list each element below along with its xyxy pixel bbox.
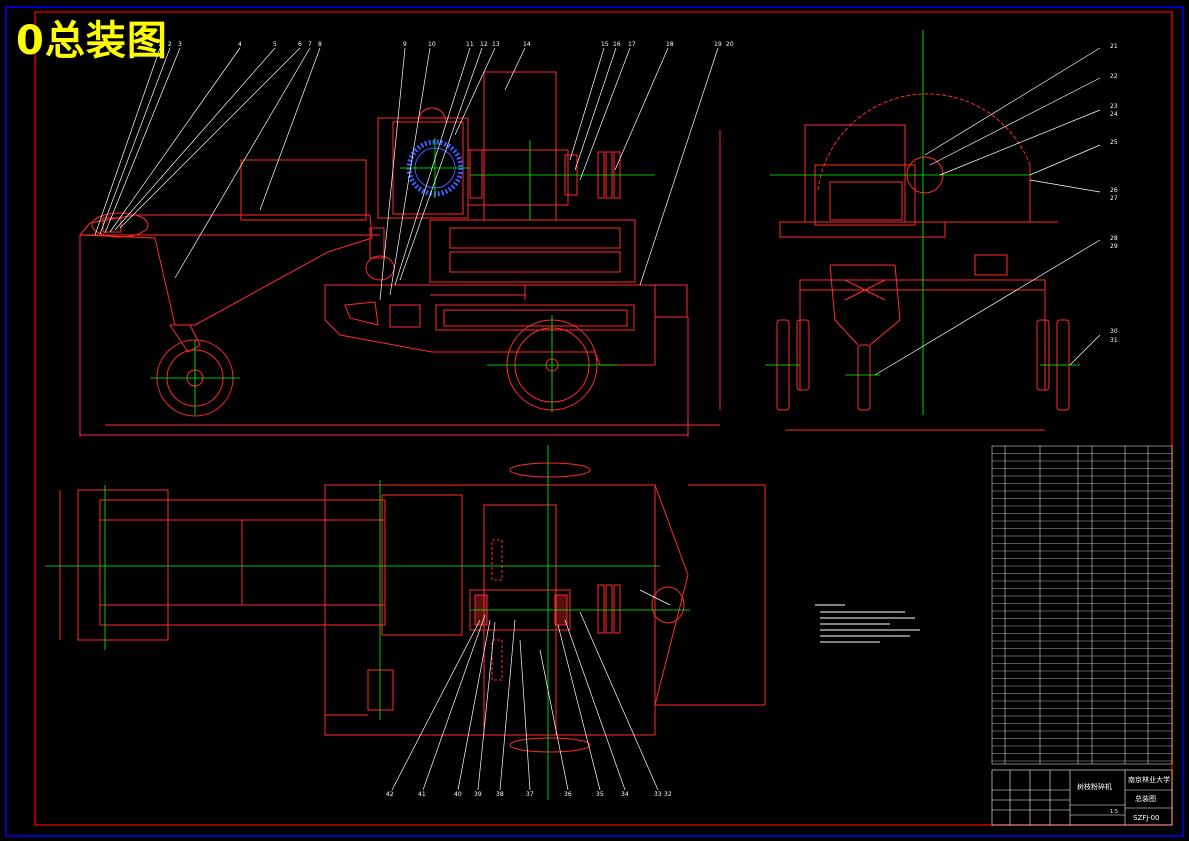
leader-number: 27 bbox=[1110, 195, 1118, 202]
leader-number: 13 bbox=[492, 41, 500, 48]
leader-number: 12 bbox=[480, 41, 488, 48]
leader-numbers: 1 2 3 4 5 6 7 8 9 10 11 12 13 14 15 16 1… bbox=[158, 41, 1118, 798]
front-view-centerlines bbox=[765, 30, 1080, 415]
top-view bbox=[59, 462, 766, 753]
leader-number: 21 bbox=[1110, 43, 1118, 50]
leader-number: 33 bbox=[654, 791, 662, 798]
leader-number: 3 bbox=[178, 41, 182, 48]
leader-number: 30 bbox=[1110, 328, 1118, 335]
leader-number: 17 bbox=[628, 41, 636, 48]
leader-number: 41 bbox=[418, 791, 426, 798]
leader-number: 42 bbox=[386, 791, 394, 798]
title-block-text: 树枝粉碎机 南京林业大学 总装图 SZFJ-00 1:5 bbox=[1077, 775, 1170, 822]
leader-number: 36 bbox=[564, 791, 572, 798]
leader-number: 8 bbox=[318, 41, 322, 48]
leader-number: 39 bbox=[474, 791, 482, 798]
title-block bbox=[991, 769, 1173, 826]
leader-number: 32 bbox=[664, 791, 672, 798]
outer-border bbox=[5, 6, 1184, 837]
leader-number: 34 bbox=[621, 791, 629, 798]
drawing-number: SZFJ-00 bbox=[1133, 814, 1160, 822]
leader-number: 20 bbox=[726, 41, 734, 48]
leader-number: 4 bbox=[238, 41, 242, 48]
sheet-name: 总装图 bbox=[1135, 794, 1156, 803]
leader-number: 15 bbox=[601, 41, 609, 48]
drawing-scale: 1:5 bbox=[1110, 809, 1118, 815]
leader-number: 29 bbox=[1110, 243, 1118, 250]
leader-number: 35 bbox=[596, 791, 604, 798]
drawing-title: 0总装图 bbox=[16, 18, 168, 64]
leader-number: 25 bbox=[1110, 139, 1118, 146]
parts-list bbox=[991, 445, 1173, 765]
leader-number: 11 bbox=[466, 41, 474, 48]
technical-notes bbox=[815, 604, 920, 643]
leader-number: 16 bbox=[613, 41, 621, 48]
inner-frame bbox=[34, 11, 1173, 826]
leader-lines bbox=[94, 47, 1101, 791]
leader-number: 7 bbox=[308, 41, 312, 48]
leader-number: 24 bbox=[1110, 111, 1118, 118]
leader-number: 31 bbox=[1110, 337, 1118, 344]
side-view-centerlines bbox=[150, 138, 655, 415]
leader-number: 6 bbox=[298, 41, 302, 48]
leader-number: 26 bbox=[1110, 187, 1118, 194]
leader-number: 10 bbox=[428, 41, 436, 48]
leader-number: 19 bbox=[714, 41, 722, 48]
leader-number: 14 bbox=[523, 41, 531, 48]
leader-number: 23 bbox=[1110, 103, 1118, 110]
leader-number: 9 bbox=[403, 41, 407, 48]
leader-number: 37 bbox=[526, 791, 534, 798]
parts-list-rows bbox=[992, 453, 1172, 762]
side-view bbox=[78, 71, 721, 437]
leader-number: 2 bbox=[168, 41, 172, 48]
leader-number: 18 bbox=[666, 41, 674, 48]
machine-name: 树枝粉碎机 bbox=[1077, 782, 1112, 791]
university-name: 南京林业大学 bbox=[1128, 775, 1170, 784]
leader-number: 22 bbox=[1110, 73, 1118, 80]
leader-number: 1 bbox=[158, 41, 162, 48]
leader-number: 28 bbox=[1110, 235, 1118, 242]
top-view-centerlines bbox=[45, 445, 690, 800]
front-view bbox=[776, 93, 1070, 431]
leader-number: 5 bbox=[273, 41, 277, 48]
leader-number: 38 bbox=[496, 791, 504, 798]
leader-number: 40 bbox=[454, 791, 462, 798]
